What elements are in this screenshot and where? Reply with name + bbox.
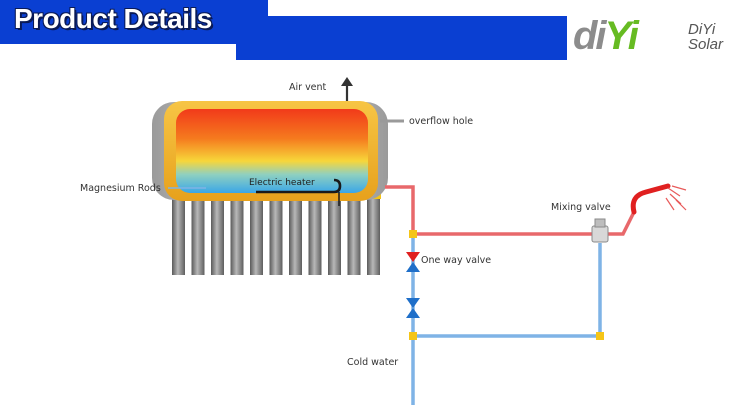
vacuum-tube: [172, 196, 185, 275]
vacuum-tube: [211, 196, 224, 275]
mixing-valve-label: Mixing valve: [551, 202, 611, 213]
vacuum-tubes: [171, 193, 381, 275]
air-vent-label: Air vent: [289, 82, 327, 93]
vacuum-tube: [191, 196, 205, 275]
vacuum-tube: [308, 196, 322, 275]
logo-word-left: di: [573, 14, 607, 58]
one-way-valve-label: One way valve: [421, 255, 492, 266]
electric-heater: [256, 178, 342, 194]
logo-brand-line2: Solar: [688, 36, 724, 53]
water-tank: [152, 101, 388, 201]
vacuum-tube: [230, 196, 244, 275]
page-header: Product Details diYi DiYi Solar: [0, 0, 750, 60]
cold-water-label: Cold water: [347, 357, 399, 368]
vacuum-tube: [328, 196, 341, 275]
logo-word-accent: Yi: [604, 14, 639, 58]
vacuum-tube: [367, 196, 380, 275]
vacuum-tube: [269, 196, 283, 275]
mixing-valve: [591, 218, 609, 243]
overflow-hole-label: overflow hole: [409, 116, 474, 127]
air-vent-arrow: [341, 77, 353, 101]
magnesium-rods-label: Magnesium Rods: [80, 183, 161, 194]
vacuum-tube: [289, 196, 302, 275]
logo-brand-line1: DiYi: [688, 21, 716, 38]
title-banner: Product Details: [0, 0, 268, 44]
one-way-valve: [406, 252, 420, 272]
tank-water: [176, 109, 368, 193]
vacuum-tube: [347, 196, 361, 275]
vacuum-tube: [250, 196, 263, 275]
page-title: Product Details: [14, 3, 212, 34]
pipe-fittings: [409, 230, 604, 340]
electric-heater-label: Electric heater: [249, 178, 315, 188]
hot-water-pipes: [385, 185, 636, 236]
cold-water-valve: [406, 298, 420, 318]
shower-head: [630, 183, 687, 215]
logo: [567, 16, 750, 60]
logo-mark: diYi: [573, 14, 639, 59]
